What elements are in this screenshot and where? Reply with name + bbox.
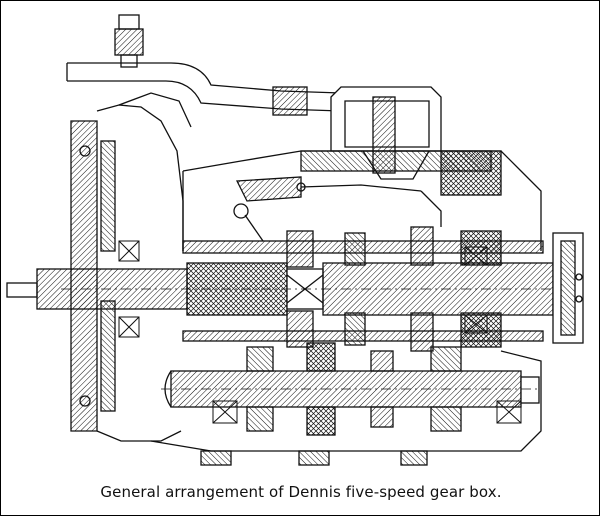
top-cover — [300, 86, 502, 196]
main-shaft — [6, 262, 561, 316]
output-flange — [552, 232, 584, 344]
sump — [200, 450, 428, 466]
selector-rod — [66, 62, 342, 116]
layshaft — [161, 370, 541, 408]
bearings — [118, 240, 522, 424]
mainshaft-gears — [286, 226, 502, 352]
top-eyebolt — [114, 14, 144, 68]
layshaft-gears — [246, 342, 462, 436]
selector-forks — [233, 176, 442, 242]
bell-housing — [70, 92, 192, 442]
gearbox-drawing — [6, 14, 584, 466]
figure-caption: General arrangement of Dennis five-speed… — [100, 483, 502, 501]
